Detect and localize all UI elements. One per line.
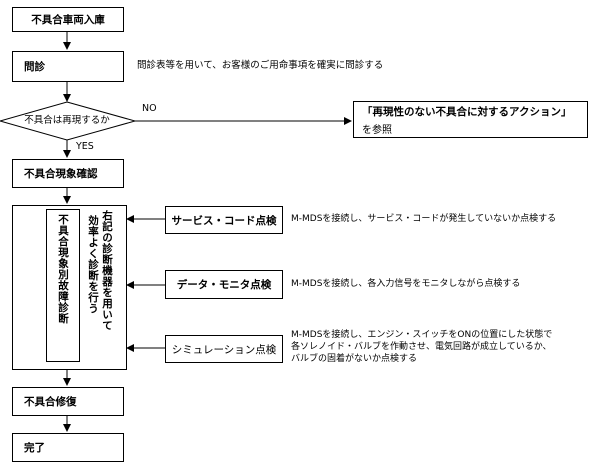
node-interview: 問診 [12, 51, 124, 82]
diagnosis-note-col2: 効率よく診断を行う [87, 215, 99, 314]
interview-note: 問診表等を用いて、お客様のご用命事項を確実に問診する [137, 60, 384, 71]
node-no-action: 「再現性のない不具合に対するアクション」 を参照 [353, 101, 588, 138]
yes-label: YES [76, 141, 94, 152]
check3-note-line3: バルブの固着がないか点検する [291, 354, 418, 364]
node-check2: データ・モニタ点検 [165, 270, 283, 299]
diagnosis-note-col1: 右記の診断機器を用いて [101, 210, 113, 331]
no-action-line2: を参照 [362, 124, 392, 136]
check1-note: M-MDSを接続し、サービス・コードが発生していないか点検する [291, 214, 557, 224]
no-label: NO [142, 103, 157, 114]
node-check1: サービス・コード点検 [165, 206, 283, 234]
node-repair: 不具合修復 [12, 387, 124, 416]
node-check2-label: データ・モニタ点検 [176, 279, 272, 291]
node-interview-label: 問診 [24, 61, 45, 73]
node-done-label: 完了 [24, 442, 45, 454]
node-confirm: 不具合現象確認 [12, 159, 124, 188]
node-check1-label: サービス・コード点検 [171, 214, 277, 227]
diagnosis-inner-box: 不具合現象別故障診断 [46, 209, 80, 362]
node-confirm-label: 不具合現象確認 [24, 168, 98, 180]
check3-note-line2: 各ソレノイド・バルブを作動させ、電気回路が成立しているか、 [291, 342, 552, 352]
check2-note: M-MDSを接続し、各入力信号をモニタしながら点検する [291, 279, 521, 289]
node-done: 完了 [12, 433, 124, 462]
no-action-line1: 「再現性のない不具合に対するアクション」 [362, 105, 572, 118]
node-check3: シミュレーション点検 [165, 335, 283, 363]
check3-note-line1: M-MDSを接続し、エンジン・スイッチをONの位置にした状態で [291, 330, 553, 340]
node-start-label: 不具合車両入庫 [31, 14, 105, 26]
decision-label: 不具合は再現するか [24, 115, 110, 126]
diagnosis-vertical-label: 不具合現象別故障診断 [57, 214, 69, 324]
node-start: 不具合車両入庫 [12, 7, 124, 32]
node-repair-label: 不具合修復 [24, 396, 77, 408]
node-check3-label: シミュレーション点検 [171, 343, 277, 356]
